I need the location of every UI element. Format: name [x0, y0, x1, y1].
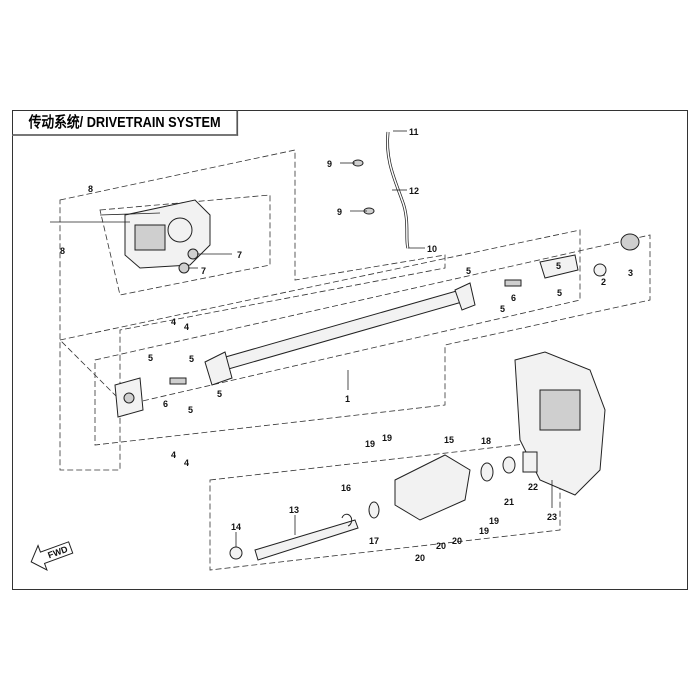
callout-4: 4	[171, 450, 176, 460]
callout-19: 19	[489, 516, 499, 526]
callout-9: 9	[337, 207, 342, 217]
callout-18: 18	[481, 436, 491, 446]
callout-4: 4	[171, 317, 176, 327]
callout-15: 15	[444, 435, 454, 445]
callout-7: 7	[201, 266, 206, 276]
callout-20: 20	[415, 553, 425, 563]
callout-3: 3	[628, 268, 633, 278]
callout-5: 5	[188, 405, 193, 415]
callout-8: 8	[88, 184, 93, 194]
callout-1: 1	[345, 394, 350, 404]
callout-6: 6	[163, 399, 168, 409]
callout-19: 19	[365, 439, 375, 449]
diagram-frame	[12, 110, 688, 590]
callout-5: 5	[148, 353, 153, 363]
breather-hose-part	[352, 131, 410, 249]
page-title: 传动系统/ DRIVETRAIN SYSTEM	[12, 110, 239, 136]
callout-5: 5	[556, 261, 561, 271]
group-outline-propshaft-inner	[59, 229, 581, 406]
callout-7: 7	[237, 250, 242, 260]
group-outline-front-diff	[59, 149, 446, 471]
group-outline-propshaft	[94, 234, 651, 446]
callout-5: 5	[557, 288, 562, 298]
output-housing-part	[229, 451, 538, 561]
callout-19: 19	[382, 433, 392, 443]
callout-17: 17	[369, 536, 379, 546]
callout-13: 13	[289, 505, 299, 515]
callout-5: 5	[217, 389, 222, 399]
callout-4: 4	[184, 322, 189, 332]
group-outline-front-diff-inner	[99, 194, 271, 296]
callout-12: 12	[409, 186, 419, 196]
fwd-direction-icon: FWD	[30, 541, 74, 571]
callout-9: 9	[327, 159, 332, 169]
front-differential-part	[50, 199, 211, 274]
gearbox-part	[514, 351, 606, 496]
callout-8: 8	[60, 246, 65, 256]
callout-6: 6	[511, 293, 516, 303]
propeller-shaft-part	[114, 233, 640, 418]
callout-14: 14	[231, 522, 241, 532]
callout-16: 16	[341, 483, 351, 493]
callout-5: 5	[189, 354, 194, 364]
callout-22: 22	[528, 482, 538, 492]
callout-4: 4	[184, 458, 189, 468]
callout-20: 20	[436, 541, 446, 551]
callout-10: 10	[427, 244, 437, 254]
callout-2: 2	[601, 277, 606, 287]
callout-20: 20	[452, 536, 462, 546]
leader-lines	[188, 130, 605, 547]
callout-21: 21	[504, 497, 514, 507]
callout-19: 19	[479, 526, 489, 536]
callout-11: 11	[409, 127, 419, 137]
callout-5: 5	[500, 304, 505, 314]
group-outline-output	[209, 439, 561, 571]
callout-labels: 1 2 3 4 4 4 4 5 5 5 5 5 5 5 5 6 6 7 7 8 …	[60, 127, 633, 563]
callout-23: 23	[547, 512, 557, 522]
callout-5: 5	[466, 266, 471, 276]
